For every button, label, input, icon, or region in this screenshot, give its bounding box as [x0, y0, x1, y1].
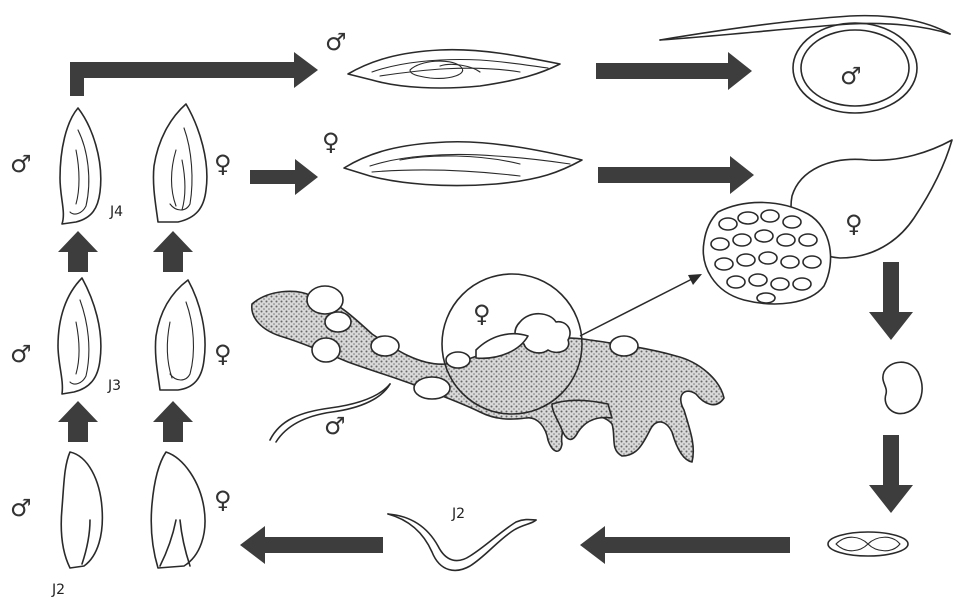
adult-male-in-cuticle [348, 50, 560, 88]
female-symbol-root: ♀ [473, 300, 491, 328]
male-symbol-j2: ♂ [10, 494, 32, 522]
pointer-line [580, 278, 694, 336]
arrow-adult-male-to-mature-male [596, 52, 752, 90]
arrow-adult-female-to-mature-female [598, 156, 754, 194]
arrow-female-to-egg [869, 262, 913, 340]
arrow-j2-to-root [240, 526, 383, 564]
juvenile-stages [58, 104, 207, 568]
female-symbol-j3: ♀ [214, 340, 232, 368]
arrow-embryo-to-j2 [580, 526, 790, 564]
label-j2-left: J2 [51, 582, 65, 598]
male-symbol-root: ♂ [324, 412, 346, 440]
female-symbol-j4: ♀ [214, 150, 232, 178]
arrow-j3-female-to-j4-female [153, 231, 193, 272]
adult-female-in-cuticle [344, 142, 582, 186]
male-symbol-j4: ♂ [10, 150, 32, 178]
free-living-j2-juvenile [388, 514, 536, 570]
arrow-j4-female-to-adult-female [250, 159, 318, 195]
male-symbol-mature: ♂ [840, 62, 862, 90]
j4-male-juvenile [60, 108, 101, 224]
j2-female-juvenile [151, 452, 205, 568]
j3-male-juvenile [58, 278, 101, 394]
arrow-egg-to-embryo [869, 435, 913, 513]
j4-female-juvenile [153, 104, 206, 222]
label-j2-bottom: J2 [451, 506, 465, 522]
female-symbol-adult: ♀ [322, 128, 340, 156]
arrow-j4-to-adult-male [70, 52, 318, 96]
j3-female-juvenile [155, 280, 205, 390]
female-symbol-j2: ♀ [214, 486, 232, 514]
arrow-j2-female-to-j3-female [153, 401, 193, 442]
j2-male-juvenile [61, 452, 102, 568]
arrow-j2-male-to-j3-male [58, 401, 98, 442]
label-j3: J3 [107, 378, 121, 394]
male-symbol-adult: ♂ [325, 28, 347, 56]
female-symbol-mature: ♀ [845, 210, 863, 238]
male-symbol-j3: ♂ [10, 340, 32, 368]
embryonated-egg [828, 532, 908, 556]
label-j4: J4 [109, 204, 123, 220]
arrow-j3-male-to-j4-male [58, 231, 98, 272]
single-egg [883, 362, 922, 413]
